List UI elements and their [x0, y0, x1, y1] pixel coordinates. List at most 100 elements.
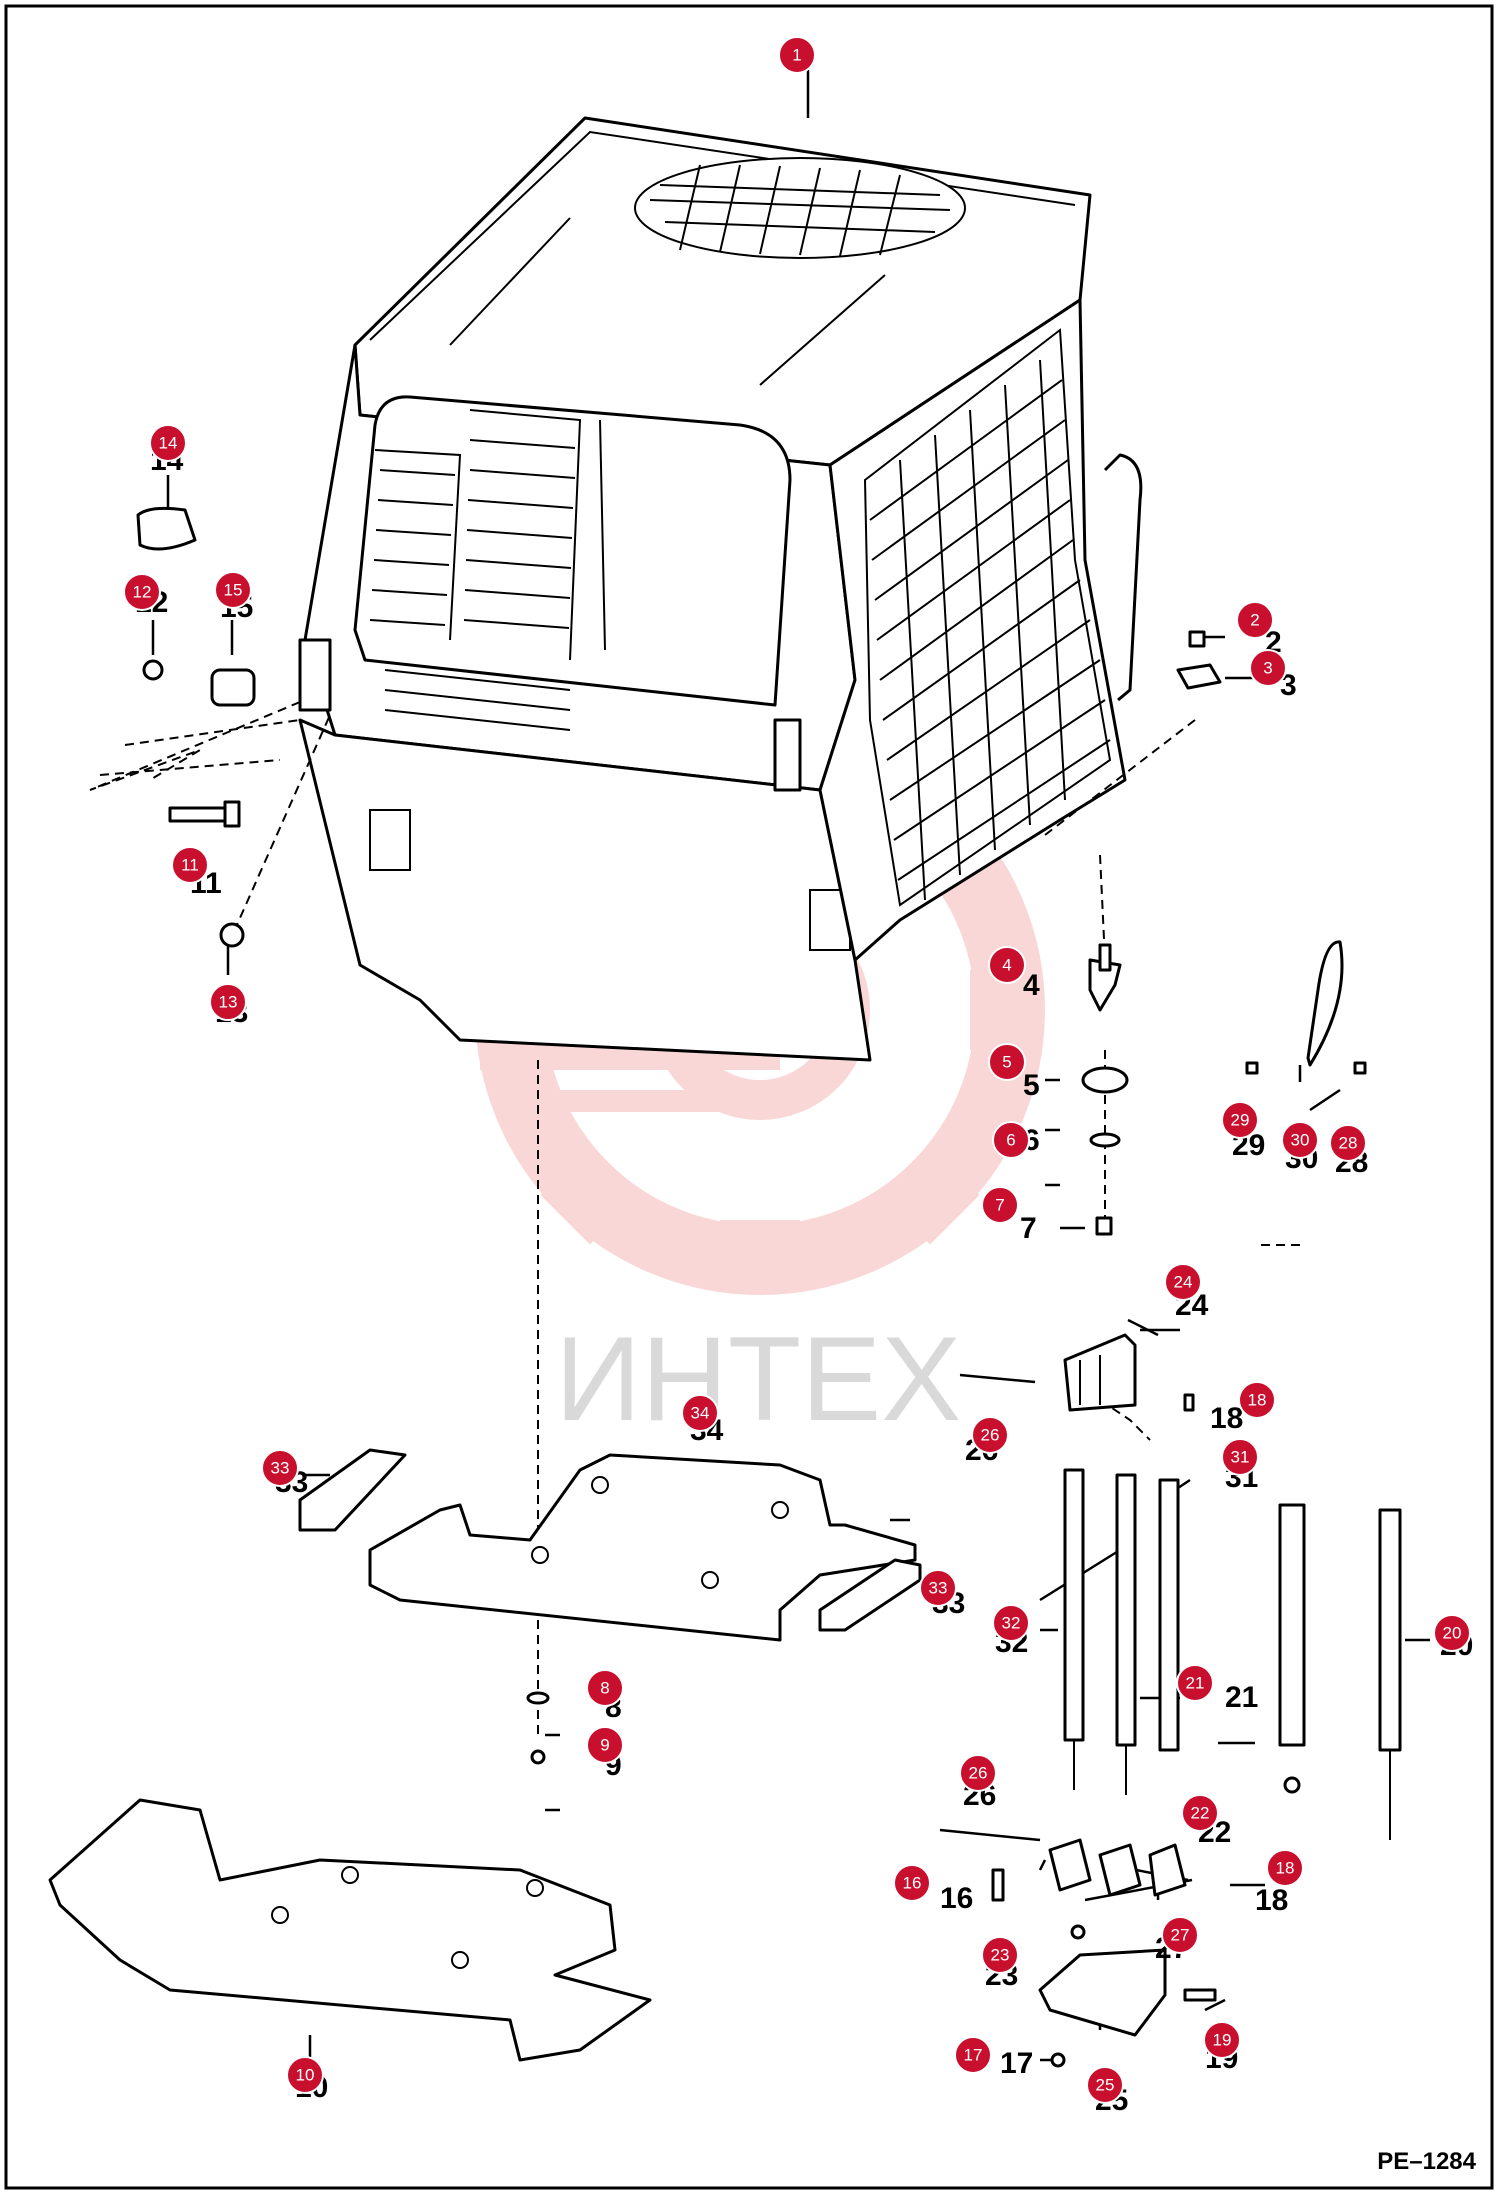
svg-text:9: 9	[600, 1736, 609, 1755]
svg-text:18: 18	[1276, 1859, 1295, 1878]
svg-text:21: 21	[1186, 1674, 1205, 1693]
callout-16[interactable]: 16	[893, 1864, 931, 1902]
svg-text:2: 2	[1250, 611, 1259, 630]
mount-part-4	[1088, 958, 1122, 1012]
right-hinge-bracket	[773, 718, 802, 792]
svg-text:32: 32	[1002, 1614, 1021, 1633]
svg-text:19: 19	[1213, 2031, 1232, 2050]
callout-26-top[interactable]: 26	[971, 1416, 1009, 1454]
svg-text:7: 7	[1020, 1212, 1037, 1245]
callout-1[interactable]: 1	[778, 36, 816, 74]
mount-part-25	[1038, 1948, 1167, 2037]
callout-7[interactable]: 7	[981, 1186, 1019, 1224]
cylinder-part-31	[1158, 1478, 1180, 1752]
nut-part-2	[1188, 630, 1206, 648]
svg-text:5: 5	[1002, 1053, 1011, 1072]
svg-text:7: 7	[995, 1196, 1004, 1215]
callout-3[interactable]: 3	[1249, 649, 1287, 687]
callout-11[interactable]: 11	[171, 846, 209, 884]
svg-text:20: 20	[1443, 1624, 1462, 1643]
rod-part-21	[1278, 1503, 1306, 1747]
left-hinge-bracket	[298, 638, 332, 712]
callout-34[interactable]: 34	[681, 1394, 719, 1432]
callout-14[interactable]: 14	[149, 424, 187, 462]
callout-25[interactable]: 25	[1086, 2066, 1124, 2104]
callout-13[interactable]: 13	[209, 983, 247, 1021]
callout-4[interactable]: 4	[988, 946, 1026, 984]
callout-18-top[interactable]: 18	[1238, 1381, 1276, 1419]
callout-23[interactable]: 23	[981, 1936, 1019, 1974]
svg-text:26: 26	[969, 1764, 988, 1783]
washer-part-6	[1089, 1132, 1121, 1148]
svg-text:23: 23	[991, 1946, 1010, 1965]
callout-29[interactable]: 29	[1221, 1101, 1259, 1139]
callout-27[interactable]: 27	[1161, 1916, 1199, 1954]
callout-33-right[interactable]: 33	[919, 1569, 957, 1607]
svg-text:27: 27	[1171, 1926, 1190, 1945]
svg-text:16: 16	[940, 1882, 973, 1915]
strut-assembly	[939, 1333, 1402, 2068]
callout-12[interactable]: 12	[123, 573, 161, 611]
callout-10[interactable]: 10	[286, 2056, 324, 2094]
callout-28[interactable]: 28	[1329, 1124, 1367, 1162]
svg-text:11: 11	[181, 856, 199, 875]
svg-text:28: 28	[1339, 1134, 1358, 1153]
callout-19[interactable]: 19	[1203, 2021, 1241, 2059]
svg-text:5: 5	[1023, 1069, 1040, 1102]
callout-24[interactable]: 24	[1164, 1263, 1202, 1301]
callout-6[interactable]: 6	[992, 1121, 1030, 1159]
callout-32[interactable]: 32	[992, 1604, 1030, 1642]
callout-21[interactable]: 21	[1176, 1664, 1214, 1702]
spacer-bars-33	[298, 1448, 922, 1632]
svg-text:24: 24	[1174, 1273, 1193, 1292]
svg-text:12: 12	[133, 583, 152, 602]
svg-text:8: 8	[600, 1679, 609, 1698]
isolator-part-5	[1081, 1066, 1129, 1094]
callout-17[interactable]: 17	[954, 2036, 992, 2074]
svg-text:25: 25	[1096, 2076, 1115, 2095]
cab-access-panel	[369, 809, 411, 871]
svg-text:10: 10	[296, 2066, 315, 2085]
cab-assembly	[298, 116, 1143, 1062]
callout-15[interactable]: 15	[214, 571, 252, 609]
svg-text:29: 29	[1231, 1111, 1250, 1130]
callout-20[interactable]: 20	[1433, 1614, 1471, 1652]
side-screen	[863, 328, 1112, 907]
callout-26-bottom[interactable]: 26	[959, 1754, 997, 1792]
svg-text:15: 15	[224, 581, 243, 600]
svg-text:21: 21	[1225, 1681, 1258, 1714]
washer-part-8	[526, 1691, 550, 1705]
svg-text:13: 13	[219, 993, 238, 1012]
sleeve-part-14	[136, 506, 197, 551]
figure-code: PE–1284	[1377, 2148, 1476, 2175]
callout-30[interactable]: 30	[1281, 1121, 1319, 1159]
callout-2[interactable]: 2	[1236, 601, 1274, 639]
svg-text:30: 30	[1291, 1131, 1310, 1150]
svg-text:17: 17	[964, 2046, 983, 2065]
svg-text:22: 22	[1191, 1804, 1210, 1823]
callout-8[interactable]: 8	[586, 1669, 624, 1707]
svg-text:16: 16	[903, 1874, 922, 1893]
callout-5[interactable]: 5	[988, 1043, 1026, 1081]
svg-text:4: 4	[1002, 956, 1011, 975]
callout-22[interactable]: 22	[1181, 1794, 1219, 1832]
watermark-text: ИНТЕХ	[555, 1312, 961, 1446]
svg-text:33: 33	[271, 1459, 290, 1478]
blade-part-30	[1306, 940, 1344, 1067]
roof-vent	[634, 157, 966, 259]
svg-text:18: 18	[1248, 1391, 1267, 1410]
svg-text:26: 26	[981, 1426, 1000, 1445]
nut-part-12	[142, 659, 164, 681]
svg-text:17: 17	[1000, 2047, 1033, 2080]
callout-18-bottom[interactable]: 18	[1266, 1849, 1304, 1887]
svg-text:33: 33	[929, 1579, 948, 1598]
svg-text:4: 4	[1023, 969, 1040, 1002]
callout-31[interactable]: 31	[1221, 1438, 1259, 1476]
gas-spring-part-32a	[1063, 1468, 1085, 1742]
callout-9[interactable]: 9	[586, 1726, 624, 1764]
svg-text:34: 34	[691, 1404, 710, 1423]
callout-33-left[interactable]: 33	[261, 1449, 299, 1487]
nut-part-9	[530, 1749, 546, 1765]
plate-part-3	[1176, 663, 1222, 690]
